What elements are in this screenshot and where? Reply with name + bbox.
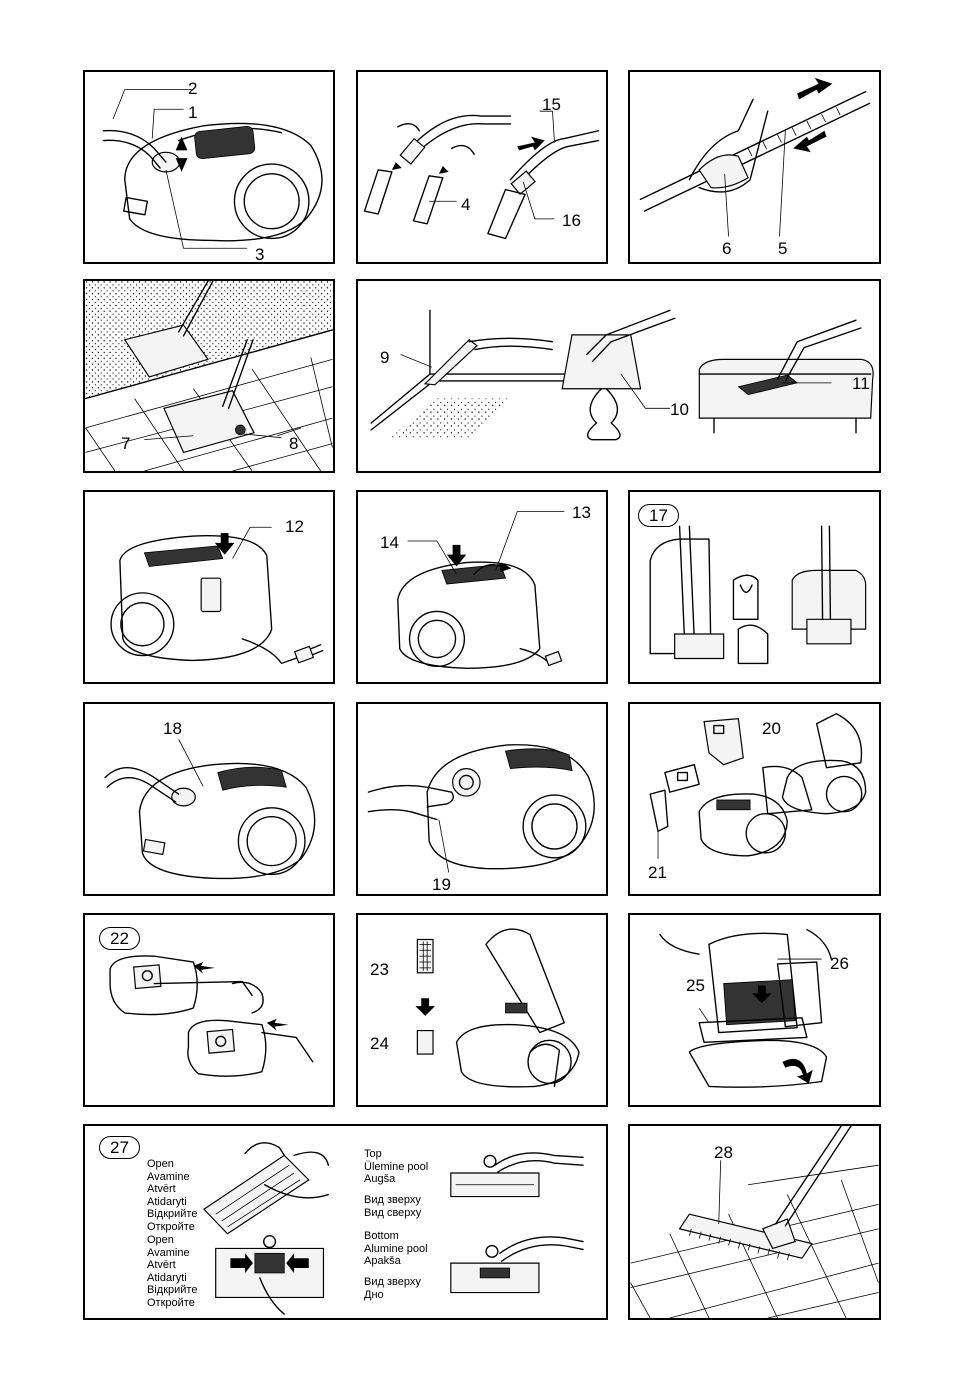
callout-9: 9 [380,349,389,366]
figure-panel-7: 13 14 [356,490,608,684]
figure-panel-10: 19 [356,702,608,896]
figure-tag-17: 17 [638,504,679,527]
figure-tag-27: 27 [99,1136,140,1159]
bottom-view-label-ru: Вид зверху Дно [364,1276,421,1301]
callout-5: 5 [778,240,787,257]
open-instructions-bottom: Open Avamine Atvērt Atidaryti Відкрийте … [147,1234,197,1309]
figure-panel-1: 2 1 3 [83,70,335,264]
vacuum-hose-connection-illustration [85,72,333,262]
callout-12: 12 [285,518,304,535]
figure-panel-3: 6 5 [628,70,881,264]
figure-panel-6: 12 [83,490,335,684]
callout-23: 23 [370,961,389,978]
figure-tag-22: 22 [99,927,140,950]
callout-25: 25 [686,977,705,994]
callout-21: 21 [648,864,667,881]
hard-floor-nozzle-illustration [630,1126,879,1318]
figure-panel-2: 15 4 16 [356,70,608,264]
figure-panel-15: 27 Open Avamine Atvērt Atidaryti Відкрий… [83,1124,608,1320]
callout-13: 13 [572,504,591,521]
callout-15: 15 [542,96,561,113]
bag-indicator-illustration [85,704,333,894]
callout-20: 20 [762,720,781,737]
callout-14: 14 [380,534,399,551]
callout-10: 10 [670,401,689,418]
carry-handle-illustration [358,704,606,894]
figure-panel-9: 18 [83,702,335,896]
callout-26: 26 [830,955,849,972]
callout-19: 19 [432,876,451,893]
callout-28: 28 [714,1144,733,1161]
figure-panel-14: 26 25 [628,913,881,1107]
telescopic-tube-adjust-illustration [630,72,879,262]
callout-16: 16 [562,212,581,229]
callout-1: 1 [188,104,197,121]
motor-filter-replacement-illustration [358,915,606,1105]
figure-panel-8: 17 [628,490,881,684]
callout-4: 4 [461,196,470,213]
figure-panel-5: 9 10 11 [356,279,881,473]
nozzles-usage-illustration [358,281,879,471]
hose-and-tube-assembly-illustration [358,72,606,262]
callout-7: 7 [121,435,130,452]
figure-panel-11: 20 21 [628,702,881,896]
figure-panel-13: 23 24 [356,913,608,1107]
callout-2: 2 [188,80,197,97]
callout-6: 6 [722,240,731,257]
figure-panel-4: 7 8 [83,279,335,473]
top-view-label: Top Ülemine pool Augša [364,1148,428,1186]
callout-11: 11 [852,375,870,392]
exhaust-filter-replacement-illustration [630,915,879,1105]
figure-panel-12: 22 [83,913,335,1107]
open-instructions-top: Open Avamine Atvērt Atidaryti Відкрийте … [147,1158,197,1233]
callout-24: 24 [370,1035,389,1052]
dust-bag-replacement-illustration [630,704,879,894]
callout-3: 3 [255,246,264,263]
top-view-label-ru: Вид зверху Вид сверху [364,1194,421,1219]
bottom-view-label: Bottom Alumine pool Apakša [364,1230,428,1268]
callout-8: 8 [289,435,298,452]
figure-panel-16: 28 [628,1124,881,1320]
power-switch-illustration [358,492,606,682]
callout-18: 18 [163,720,182,737]
